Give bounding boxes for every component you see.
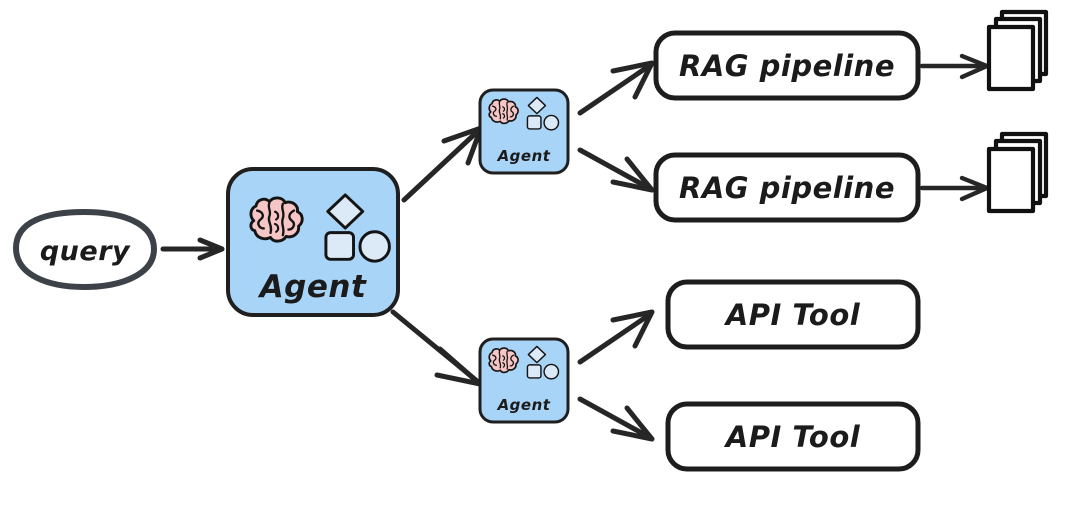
rag-pipeline-2-label: RAG pipeline — [679, 171, 895, 205]
node-api-tool-2[interactable]: API Tool — [665, 401, 921, 472]
node-sub-agent-top[interactable]: Agent — [478, 88, 570, 175]
edge-sub-agent-top-to-rag-2 — [577, 147, 655, 193]
node-rag-pipeline-2[interactable]: RAG pipeline — [653, 152, 921, 223]
api-tool-2-label: API Tool — [724, 420, 861, 454]
brain-icon — [488, 347, 519, 374]
rag-pipeline-1-label: RAG pipeline — [679, 49, 895, 83]
documents-stack-icon — [989, 12, 1046, 89]
brain-icon — [488, 98, 519, 125]
documents-stack-icon — [989, 134, 1046, 211]
rag-pipeline-1-box — [653, 30, 921, 101]
node-documents-2[interactable] — [989, 134, 1046, 211]
edge-main-agent-to-sub-agent-bottom — [390, 309, 483, 387]
edge-query-to-main-agent — [160, 237, 225, 261]
node-main-agent[interactable]: Agent — [226, 167, 400, 317]
api-tool-2-box — [665, 401, 921, 472]
edge-rag-2-to-documents-2 — [919, 175, 990, 202]
query-ellipse-outline — [13, 209, 157, 290]
edge-main-agent-to-sub-agent-top — [401, 125, 484, 203]
api-tool-1-label: API Tool — [724, 298, 861, 332]
sub-agent-bottom-label: Agent — [497, 396, 551, 414]
main-agent-label: Agent — [257, 269, 367, 305]
edge-sub-agent-bottom-to-api-2 — [577, 396, 655, 442]
edge-rag-1-to-documents-1 — [919, 53, 990, 80]
edge-sub-agent-top-to-rag-1 — [577, 60, 655, 116]
edge-sub-agent-bottom-to-api-1 — [577, 309, 655, 365]
brain-icon — [249, 196, 304, 243]
api-tool-1-box — [665, 279, 921, 350]
node-query[interactable]: query — [13, 209, 157, 290]
rag-pipeline-2-box — [653, 152, 921, 223]
query-label: query — [40, 236, 131, 267]
node-api-tool-1[interactable]: API Tool — [665, 279, 921, 350]
node-sub-agent-bottom[interactable]: Agent — [478, 337, 570, 424]
sub-agent-top-label: Agent — [497, 147, 551, 165]
node-rag-pipeline-1[interactable]: RAG pipeline — [653, 30, 921, 101]
node-documents-1[interactable] — [989, 12, 1046, 89]
